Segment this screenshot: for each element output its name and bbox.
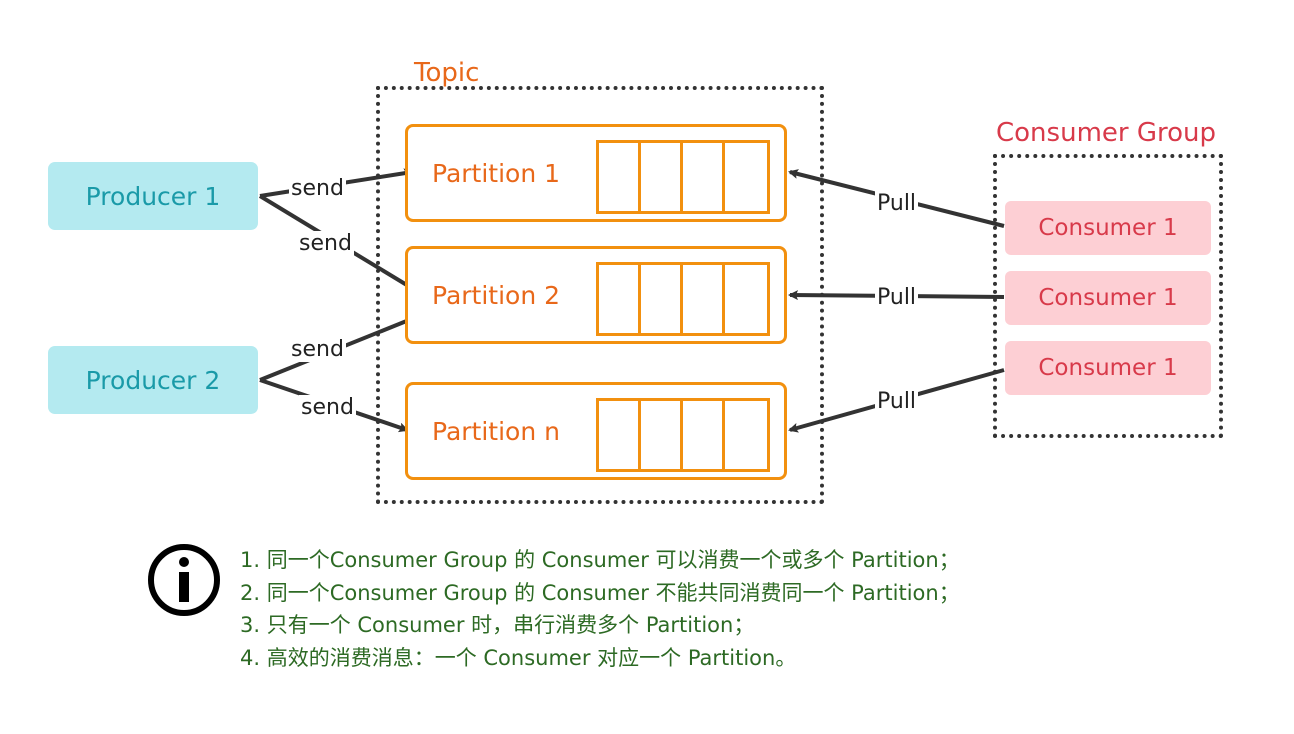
partition-slot bbox=[641, 265, 683, 333]
partition-slot bbox=[599, 401, 641, 469]
pull-label: Pull bbox=[875, 285, 919, 310]
partition-slot bbox=[683, 143, 725, 211]
consumer-node-3: Consumer 1 bbox=[1005, 341, 1211, 395]
partition-1-box: Partition 1 bbox=[405, 124, 787, 222]
send-label: send bbox=[289, 176, 346, 201]
send-label: send bbox=[299, 395, 356, 420]
partition-slot bbox=[641, 401, 683, 469]
pull-label: Pull bbox=[875, 191, 919, 216]
partition-label: Partition n bbox=[432, 416, 560, 446]
partition-slots bbox=[596, 140, 770, 214]
partition-slot bbox=[683, 265, 725, 333]
partition-label: Partition 1 bbox=[432, 158, 561, 188]
partition-slot bbox=[683, 401, 725, 469]
partition-slot bbox=[641, 143, 683, 211]
producer-2-node: Producer 2 bbox=[48, 346, 258, 414]
send-label: send bbox=[297, 231, 354, 256]
partition-slot bbox=[599, 143, 641, 211]
consumer-node-1: Consumer 1 bbox=[1005, 201, 1211, 255]
producer-1-node: Producer 1 bbox=[48, 162, 258, 230]
partition-slot bbox=[725, 401, 767, 469]
consumer-node-2: Consumer 1 bbox=[1005, 271, 1211, 325]
note-item: 2. 同一个Consumer Group 的 Consumer 不能共同消费同一… bbox=[240, 580, 960, 605]
topic-title: Topic bbox=[414, 58, 480, 88]
partition-slot bbox=[725, 143, 767, 211]
note-item: 3. 只有一个 Consumer 时，串行消费多个 Partition； bbox=[240, 613, 755, 637]
partition-n-box: Partition n bbox=[405, 382, 787, 480]
partition-slots bbox=[596, 398, 770, 472]
partition-slot bbox=[725, 265, 767, 333]
notes-list: 1. 同一个Consumer Group 的 Consumer 可以消费一个或多… bbox=[240, 544, 960, 674]
send-label: send bbox=[289, 337, 346, 362]
topic-container bbox=[376, 86, 824, 504]
consumer-group-title: Consumer Group bbox=[996, 118, 1216, 148]
note-item: 1. 同一个Consumer Group 的 Consumer 可以消费一个或多… bbox=[240, 548, 960, 572]
partition-2-box: Partition 2 bbox=[405, 246, 787, 344]
note-item: 4. 高效的消费消息：一个 Consumer 对应一个 Partition。 bbox=[240, 645, 797, 670]
partition-slots bbox=[596, 262, 770, 336]
info-circle-icon bbox=[148, 544, 220, 616]
partition-label: Partition 2 bbox=[432, 280, 561, 310]
pull-label: Pull bbox=[875, 389, 919, 414]
consumer-group-container bbox=[993, 154, 1223, 438]
partition-slot bbox=[599, 265, 641, 333]
